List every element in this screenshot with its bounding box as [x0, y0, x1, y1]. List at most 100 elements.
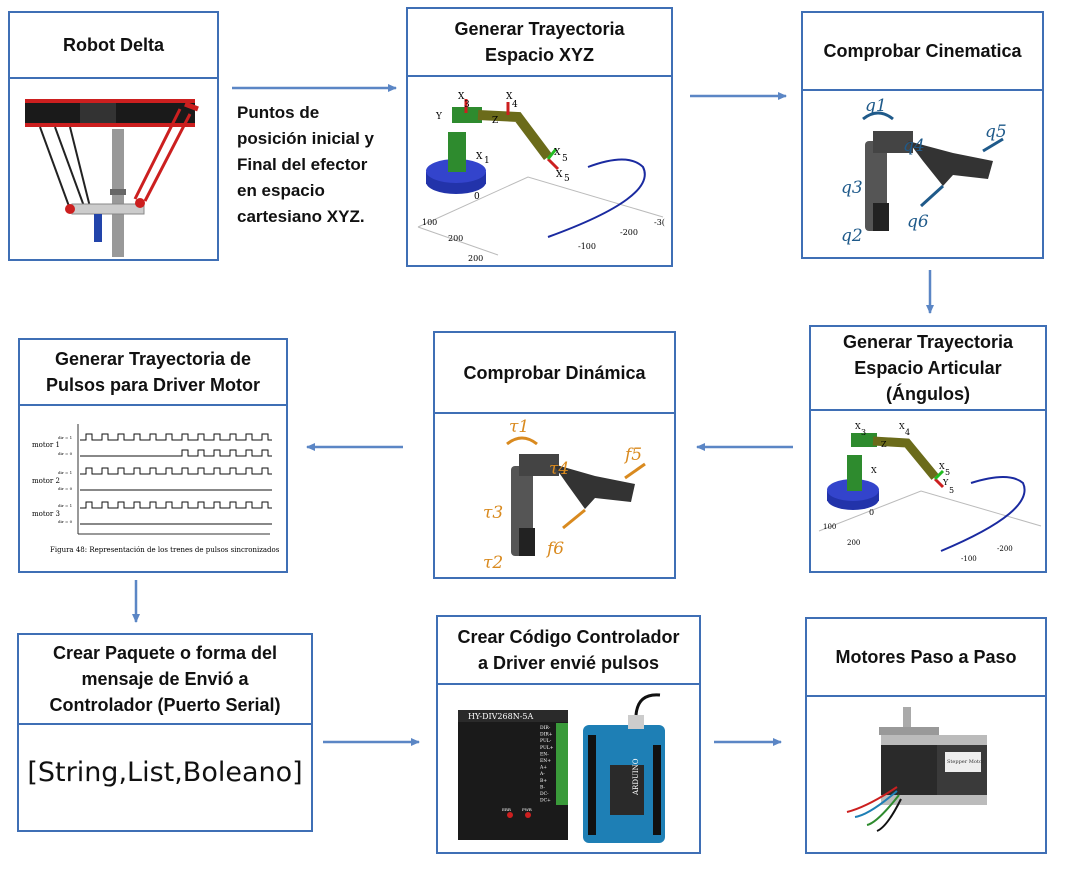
svg-text:dir = 0: dir = 0 [58, 486, 73, 491]
svg-text:0: 0 [869, 508, 874, 517]
driver-pin-label: B- [540, 784, 545, 790]
svg-text:τ2: τ2 [483, 553, 503, 573]
step-title: Crear Código Controlador a Driver envié … [438, 617, 699, 685]
svg-text:PWR: PWR [522, 807, 533, 812]
step-title: Generar Trayectoria Espacio XYZ [408, 9, 671, 77]
step-title: Comprobar Dinámica [435, 333, 674, 414]
step-robot-delta: Robot Delta [8, 11, 219, 261]
svg-text:τ3: τ3 [483, 503, 503, 523]
stepper-motor-image: Stepper Motor [807, 697, 1045, 852]
driver-pin-label: EN- [540, 751, 549, 757]
svg-text:Z: Z [881, 440, 887, 449]
svg-text:dir = 1: dir = 1 [58, 470, 72, 475]
svg-text:0: 0 [474, 192, 480, 202]
step-crear-codigo: Crear Código Controlador a Driver envié … [436, 615, 701, 854]
driver-pin-label: A- [539, 771, 545, 777]
svg-text:q1: q1 [865, 96, 887, 116]
svg-text:3: 3 [861, 428, 866, 437]
svg-text:f5: f5 [623, 445, 642, 465]
svg-text:q5: q5 [985, 122, 1007, 142]
pulse-train-line [80, 433, 272, 441]
step-title: Motores Paso a Paso [807, 619, 1045, 697]
svg-text:Stepper Motor: Stepper Motor [947, 759, 985, 765]
svg-text:-3(: -3( [654, 218, 665, 227]
svg-text:motor 3: motor 3 [32, 510, 60, 518]
svg-text:dir = 1: dir = 1 [58, 435, 72, 440]
delta-robot-image [10, 79, 217, 259]
svg-text:-200: -200 [997, 545, 1013, 553]
svg-text:ERR: ERR [502, 807, 512, 812]
svg-text:Figura 48: Representación de l: Figura 48: Representación de los trenes … [50, 546, 280, 554]
driver-arduino-image: HY-DIV268N-5A DIR-DIR+PUL-PUL+EN-EN+A+A-… [438, 685, 699, 852]
svg-text:100: 100 [422, 218, 437, 227]
svg-text:motor 1: motor 1 [32, 441, 60, 449]
svg-text:f6: f6 [545, 539, 564, 559]
step-title: Generar Trayectoria Espacio Articular (Á… [811, 327, 1045, 411]
svg-text:4: 4 [512, 100, 518, 110]
svg-text:X: X [871, 466, 877, 475]
step-comprobar-cinematica: Comprobar Cinematica q1 q2 q3 q4 q5 q6 [801, 11, 1044, 259]
driver-pin-label: DC+ [540, 798, 551, 804]
driver-pin-label: A+ [539, 765, 547, 771]
svg-text:200: 200 [468, 254, 483, 263]
driver-pin-label: DC- [540, 791, 549, 797]
svg-text:X: X [506, 92, 513, 102]
svg-text:dir = 0: dir = 0 [58, 451, 73, 456]
svg-text:τ1: τ1 [509, 417, 529, 437]
svg-text:X: X [554, 148, 561, 158]
step-generar-pulsos: Generar Trayectoria de Pulsos para Drive… [18, 338, 288, 573]
svg-text:q3: q3 [841, 178, 863, 198]
xyz-trajectory-plot: X 3 X 4 X 5 X 5 X 1 0 Z Y 100 200 -100 -… [408, 77, 671, 265]
svg-text:4: 4 [905, 428, 910, 437]
step-generar-xyz: Generar Trayectoria Espacio XYZ X 3 X 4 … [406, 7, 673, 267]
svg-text:5: 5 [562, 154, 568, 164]
pulse-train-line [80, 467, 272, 475]
step-generar-articular: Generar Trayectoria Espacio Articular (Á… [809, 325, 1047, 573]
pulse-train-figure: motor 1 motor 2 motor 3 dir = 1 dir = 0 … [20, 406, 286, 571]
svg-text:5: 5 [949, 486, 954, 495]
svg-text:-200: -200 [620, 228, 638, 237]
step-title: Comprobar Cinematica [803, 13, 1042, 91]
step-crear-paquete: Crear Paquete o forma del mensaje de Env… [17, 633, 313, 832]
svg-text:X: X [476, 152, 483, 162]
kinematics-image: q1 q2 q3 q4 q5 q6 [803, 91, 1042, 257]
svg-text:X: X [855, 422, 861, 431]
svg-text:q2: q2 [841, 226, 863, 246]
articular-trajectory-plot: X 3 X 4 X 5 Y 5 X 0 Z 100 200 -100 -200 [811, 411, 1045, 571]
svg-text:dir = 0: dir = 0 [58, 519, 73, 524]
svg-text:Y: Y [435, 112, 443, 122]
svg-text:dir = 1: dir = 1 [58, 503, 72, 508]
driver-pin-label: DIR- [540, 725, 551, 731]
svg-text:-100: -100 [578, 242, 596, 251]
driver-pin-label: EN+ [540, 758, 551, 764]
step-motores: Motores Paso a Paso Stepper Motor [805, 617, 1047, 854]
step-title: Crear Paquete o forma del mensaje de Env… [19, 635, 311, 725]
packet-format: [String,List,Boleano] [27, 757, 303, 788]
svg-text:ARDUINO: ARDUINO [632, 758, 640, 796]
step-title: Generar Trayectoria de Pulsos para Drive… [20, 340, 286, 406]
step-comprobar-dinamica: Comprobar Dinámica τ1 τ2 τ3 τ4 f5 f6 [433, 331, 676, 579]
svg-text:τ4: τ4 [549, 459, 569, 479]
svg-text:3: 3 [464, 100, 470, 110]
step-title: Robot Delta [10, 13, 217, 79]
svg-text:-100: -100 [961, 555, 977, 563]
svg-text:X: X [899, 422, 905, 431]
svg-text:5: 5 [564, 174, 570, 184]
svg-text:X: X [458, 92, 465, 102]
svg-text:q4: q4 [903, 136, 925, 156]
driver-pin-label: DIR+ [540, 732, 553, 738]
driver-pin-label: B+ [540, 778, 547, 784]
svg-text:100: 100 [823, 523, 836, 531]
svg-text:q6: q6 [907, 212, 929, 232]
driver-pin-label: PUL- [540, 738, 552, 744]
svg-text:Z: Z [492, 116, 498, 126]
svg-text:200: 200 [847, 539, 860, 547]
svg-text:HY-DIV268N-5A: HY-DIV268N-5A [468, 712, 533, 721]
connector-text: Puntos de posición inicial y Final del e… [237, 103, 374, 226]
pulse-train-line [80, 501, 272, 509]
svg-text:X: X [939, 462, 945, 471]
dynamics-image: τ1 τ2 τ3 τ4 f5 f6 [435, 414, 674, 577]
svg-text:1: 1 [484, 156, 490, 166]
svg-text:X: X [556, 170, 563, 180]
